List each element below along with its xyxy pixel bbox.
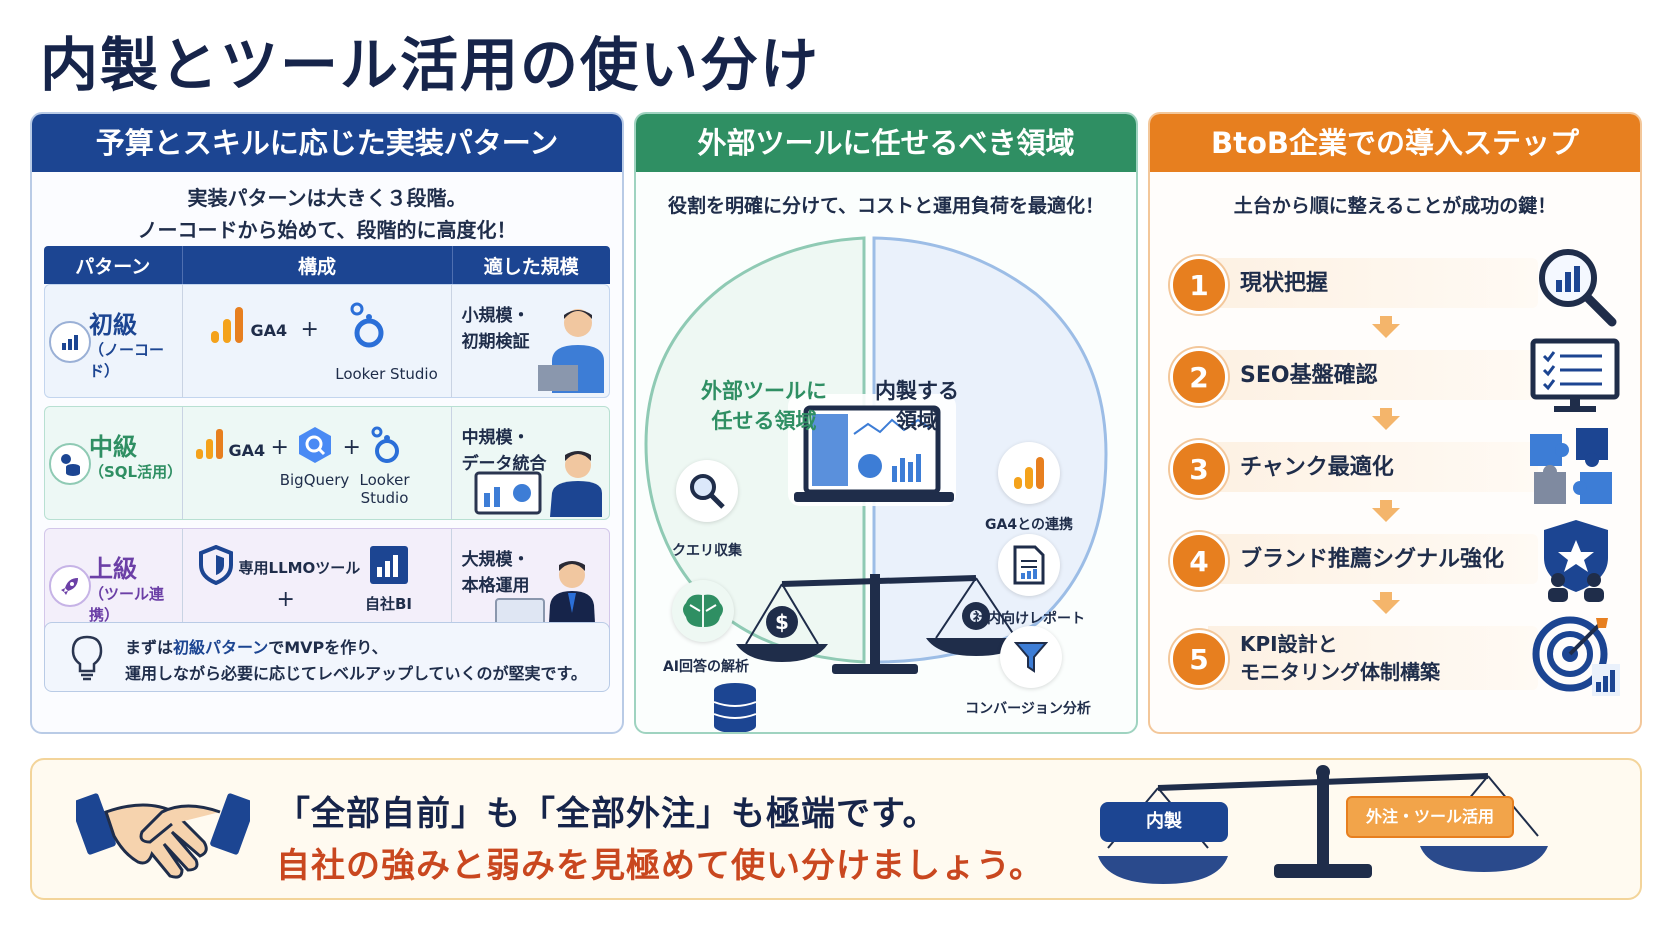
person-dashboard-icon	[474, 451, 602, 517]
level-name: 初級	[89, 311, 137, 339]
puzzle-icon	[1530, 428, 1612, 504]
conclusion-line2: 自社の強みと弱みを見極めて使い分けましょう。	[276, 846, 1044, 886]
step-item: 1 現状把握	[1170, 249, 1626, 327]
item-label: GA4との連携	[985, 517, 1073, 533]
bar-chart-icon	[49, 321, 91, 363]
conclusion-banner: 「全部自前」も「全部外注」も極端です。 自社の強みと弱みを見極めて使い分けましょ…	[30, 758, 1642, 900]
step-number: 3	[1170, 440, 1228, 498]
plus-sign: +	[276, 587, 295, 612]
panel-header: BtoB企業での導入ステップ	[1150, 114, 1640, 172]
pattern-table: パターン 構成 適した規模 初級 （ノーコード） GA4 + Looker St…	[44, 246, 610, 642]
table-header: パターン 構成 適した規模	[44, 246, 610, 284]
step-label: 現状把握	[1240, 271, 1329, 296]
target-chart-icon	[1532, 616, 1620, 696]
database-icon	[713, 683, 757, 732]
ga4-icon	[210, 307, 243, 343]
column-header: 構成	[183, 246, 453, 284]
panel-subtitle: 役割を明確に分けて、コストと運用負荷を最適化！	[667, 195, 1105, 217]
inhouse-area-label: 内製する領域	[875, 379, 959, 433]
tool-name: 専用LLMOツール	[238, 559, 361, 577]
step-number: 4	[1170, 532, 1228, 590]
adoption-steps-panel: BtoB企業での導入ステップ 土台から順に整えることが成功の鍵！ 1 現状把握 …	[1148, 112, 1642, 734]
level-name: 上級	[89, 555, 137, 583]
external-area-label: 外部ツールに任せる領域	[701, 379, 827, 433]
step-label: SEO基盤確認	[1240, 363, 1378, 388]
scale-text: 大規模・本格運用	[461, 550, 530, 596]
step-number: 1	[1170, 256, 1228, 314]
tool-name: 自社BI	[365, 595, 413, 613]
scale-text: 中規模・データ統合	[461, 428, 547, 474]
tool-name: GA4	[228, 441, 266, 460]
item-label: クエリ収集	[672, 543, 742, 559]
panel-header: 予算とスキルに応じた実装パターン	[32, 114, 622, 172]
split-circle-diagram: $	[644, 236, 1108, 674]
tip-box: まずは初級パターンでMVPを作り、 運用しながら必要に応じてレベルアップしていく…	[44, 622, 610, 692]
svg-text:$: $	[775, 610, 789, 634]
ai-brain-icon	[672, 580, 734, 642]
monitor-checklist-icon	[1530, 338, 1620, 412]
bi-chart-icon	[369, 546, 408, 584]
looker-studio-icon	[350, 302, 384, 348]
level-subtitle: （ツール連携）	[89, 585, 165, 624]
step-number: 2	[1170, 348, 1228, 406]
inhouse-pan-label: 内製	[1100, 802, 1228, 842]
handshake-icon	[76, 793, 250, 879]
step-label: KPI設計とモニタリング体制構築	[1240, 632, 1440, 684]
panel-subtitle-line2: ノーコードから始めて、段階的に高度化！	[137, 218, 517, 242]
scale-text: 小規模・初期検証	[461, 306, 530, 352]
conclusion-line1: 「全部自前」も「全部外注」も極端です。	[276, 794, 938, 834]
shield-star-people-icon	[1544, 520, 1608, 602]
plus-sign: +	[342, 435, 361, 460]
ga4-icon	[195, 429, 223, 459]
rocket-icon	[49, 565, 91, 607]
report-icon	[998, 534, 1060, 596]
looker-studio-icon	[371, 426, 399, 463]
tool-name: GA4	[250, 321, 288, 340]
shield-icon	[198, 545, 233, 585]
ga4-icon	[998, 442, 1060, 504]
step-number: 5	[1170, 630, 1228, 688]
item-label: AI回答の解析	[662, 659, 750, 675]
step-item: 3 チャンク最適化	[1170, 428, 1626, 504]
step-item: 5 KPI設計とモニタリング体制構築	[1170, 616, 1626, 696]
search-icon	[676, 460, 738, 522]
table-row: 初級 （ノーコード） GA4 + Looker Studio 小規模・初期検証	[44, 284, 610, 398]
level-name: 中級	[89, 433, 137, 461]
item-label: コンバージョン分析	[965, 701, 1091, 717]
funnel-icon	[1000, 626, 1062, 688]
page-title: 内製とツール活用の使い分け	[40, 31, 821, 99]
database-gear-icon	[49, 443, 91, 485]
magnifier-chart-icon	[1539, 249, 1617, 327]
implementation-patterns-panel: 予算とスキルに応じた実装パターン 実装パターンは大きく３段階。 ノーコードから始…	[30, 112, 624, 734]
panel-subtitle-line1: 実装パターンは大きく３段階。	[187, 186, 467, 210]
tool-name: BigQuery	[279, 471, 350, 489]
level-subtitle: （ノーコード）	[89, 341, 165, 380]
outsource-pan-label: 外注・ツール活用	[1346, 796, 1514, 838]
column-header: 適した規模	[483, 255, 579, 278]
tip-text: まずは初級パターンでMVPを作り、 運用しながら必要に応じてレベルアップしていく…	[125, 638, 587, 683]
step-item: 4 ブランド推薦シグナル強化	[1170, 520, 1626, 602]
person-laptop-icon	[537, 309, 604, 393]
column-header: パターン	[44, 246, 183, 284]
step-label: チャンク最適化	[1240, 455, 1394, 480]
panel-subtitle: 土台から順に整えることが成功の鍵！	[1233, 195, 1557, 217]
plus-sign: +	[270, 435, 289, 460]
tool-name: Looker Studio	[335, 365, 438, 383]
bigquery-icon	[298, 427, 331, 463]
external-tools-panel: 外部ツールに任せるべき領域 役割を明確に分けて、コストと運用負荷を最適化！ $ …	[634, 112, 1138, 734]
step-label: ブランド推薦シグナル強化	[1240, 547, 1505, 572]
panel-header: 外部ツールに任せるべき領域	[636, 114, 1136, 172]
level-subtitle: （SQL活用）	[89, 463, 183, 481]
item-label: 社内向けレポート	[973, 611, 1085, 627]
lightbulb-icon	[71, 635, 103, 681]
plus-sign: +	[300, 317, 319, 342]
step-item: 2 SEO基盤確認	[1170, 338, 1626, 412]
